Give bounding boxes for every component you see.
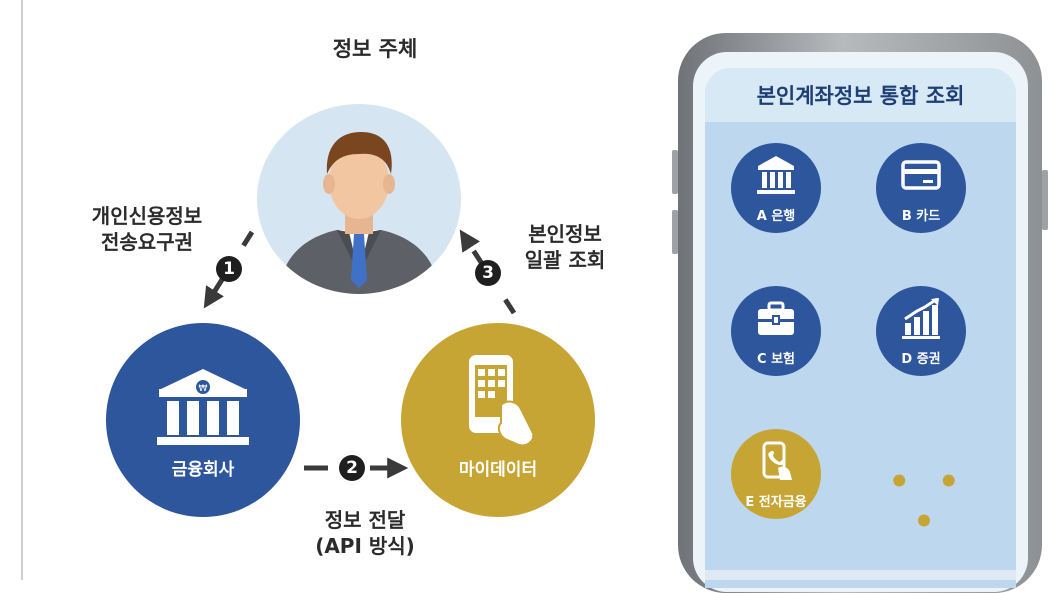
- tile-d-securities[interactable]: D 증권: [876, 286, 966, 376]
- mydata-label: 마이데이터: [458, 460, 538, 480]
- tile-label: A 은행: [756, 209, 796, 224]
- step1-label: 개인신용정보 전송요구권: [62, 204, 232, 255]
- tile-label: B 카드: [901, 209, 941, 224]
- step3-label: 본인정보 일괄 조회: [500, 222, 630, 273]
- tile-c-insurance[interactable]: C 보험: [731, 286, 821, 376]
- briefcase-icon: [758, 301, 794, 335]
- left-divider: [21, 0, 23, 580]
- step2-label: 정보 전달 (API 방식): [285, 508, 445, 559]
- step3-label-line2: 일괄 조회: [524, 247, 606, 272]
- tile-label: D 증권: [901, 352, 941, 367]
- step1-label-line2: 전송요구권: [101, 229, 193, 254]
- step2-badge: 2: [339, 455, 365, 481]
- step3-label-line1: 본인정보: [528, 222, 602, 246]
- tile-b-card[interactable]: B 카드: [876, 143, 966, 233]
- data-subject-node: [257, 104, 461, 294]
- more-dots[interactable]: • • •: [888, 462, 968, 542]
- step1-label-line1: 개인신용정보: [91, 204, 203, 228]
- step1-badge: 1: [216, 256, 242, 282]
- phone-volume-button: [672, 210, 678, 254]
- phone-volume-button: [672, 150, 678, 194]
- tile-label: E 전자금융: [745, 495, 807, 510]
- bank-building-icon: ₩: [157, 369, 249, 445]
- phone-title: 본인계좌정보 통합 조회: [756, 84, 965, 108]
- step2-label-line1: 정보 전달: [324, 508, 406, 532]
- phone-title-bar: [705, 68, 1016, 122]
- flow-arrows: [203, 229, 517, 479]
- mobile-payment-icon: [762, 441, 792, 480]
- subject-label: 정보 주체: [332, 37, 418, 61]
- phone-power-button: [1042, 170, 1048, 230]
- person-icon: [279, 132, 439, 294]
- growth-chart-icon: [902, 297, 940, 339]
- financial-company-node: ₩ 금융회사: [106, 323, 300, 517]
- tile-e-electronic-finance[interactable]: E 전자금융: [731, 429, 821, 519]
- financial-company-label: 금융회사: [171, 460, 235, 480]
- svg-text:₩: ₩: [199, 384, 208, 394]
- step2-label-line2: (API 방식): [315, 533, 415, 558]
- tile-a-bank[interactable]: A 은행: [731, 143, 821, 233]
- smartphone-touch-icon: [469, 355, 535, 447]
- mydata-node: 마이데이터: [401, 323, 595, 517]
- arrow-step1: [203, 230, 255, 309]
- arrow-step3: [459, 229, 517, 315]
- tile-label: C 보험: [757, 352, 795, 367]
- bank-icon: [757, 156, 795, 194]
- credit-card-icon: [901, 160, 941, 190]
- phone-bottom-area: [705, 570, 1016, 580]
- step3-badge: 3: [475, 260, 501, 286]
